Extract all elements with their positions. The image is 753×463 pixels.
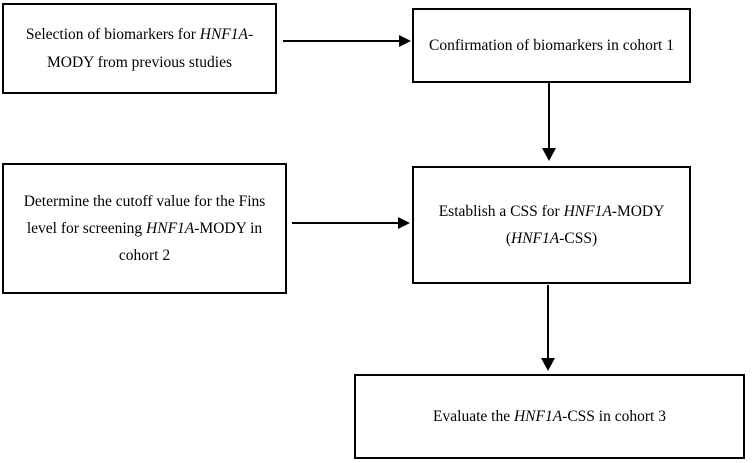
confirmation-of-biomarkers-label: Confirmation of biomarkers in cohort 1 (429, 36, 674, 54)
evaluate-css-box: Evaluate the HNF1A-CSS in cohort 3 (354, 374, 745, 459)
selection-of-biomarkers-box: Selection of biomarkers for HNF1A-MODY f… (2, 3, 277, 94)
evaluate-css-label: Evaluate the HNF1A-CSS in cohort 3 (433, 407, 666, 425)
selection-of-biomarkers-label: Selection of biomarkers for HNF1A-MODY f… (25, 26, 254, 71)
establish-css-box: Establish a CSS for HNF1A-MODY (HNF1A-CS… (412, 166, 691, 284)
arrow-confirmation-to-establish-line (548, 83, 550, 149)
determine-cutoff-value-box: Determine the cutoff value for the Fins … (2, 163, 287, 294)
arrow-selection-to-confirmation-line (283, 40, 400, 42)
determine-cutoff-value-label: Determine the cutoff value for the Fins … (23, 192, 266, 265)
arrow-cutoff-to-establish-line (292, 222, 399, 224)
establish-css-label: Establish a CSS for HNF1A-MODY (HNF1A-CS… (438, 202, 665, 247)
arrow-right-icon (399, 35, 411, 47)
arrow-establish-to-evaluate-line (547, 285, 549, 359)
arrow-right-icon (398, 217, 410, 229)
arrow-down-icon (542, 148, 556, 161)
confirmation-of-biomarkers-box: Confirmation of biomarkers in cohort 1 (412, 8, 691, 83)
arrow-down-icon (541, 358, 555, 371)
